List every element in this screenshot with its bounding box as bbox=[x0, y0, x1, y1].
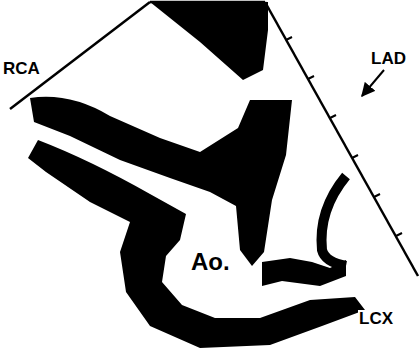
near-field bbox=[150, 2, 268, 80]
part-label: Ao. bbox=[190, 250, 231, 274]
part-label: LAD bbox=[370, 50, 407, 67]
sector-edge bbox=[265, 2, 418, 276]
sector-edge bbox=[10, 2, 150, 109]
pointer-arrow bbox=[362, 70, 384, 96]
part-label: LCX bbox=[358, 310, 394, 327]
part-label: RCA bbox=[2, 60, 41, 77]
lad-vessel bbox=[322, 176, 347, 266]
vessel-wall bbox=[28, 140, 365, 348]
